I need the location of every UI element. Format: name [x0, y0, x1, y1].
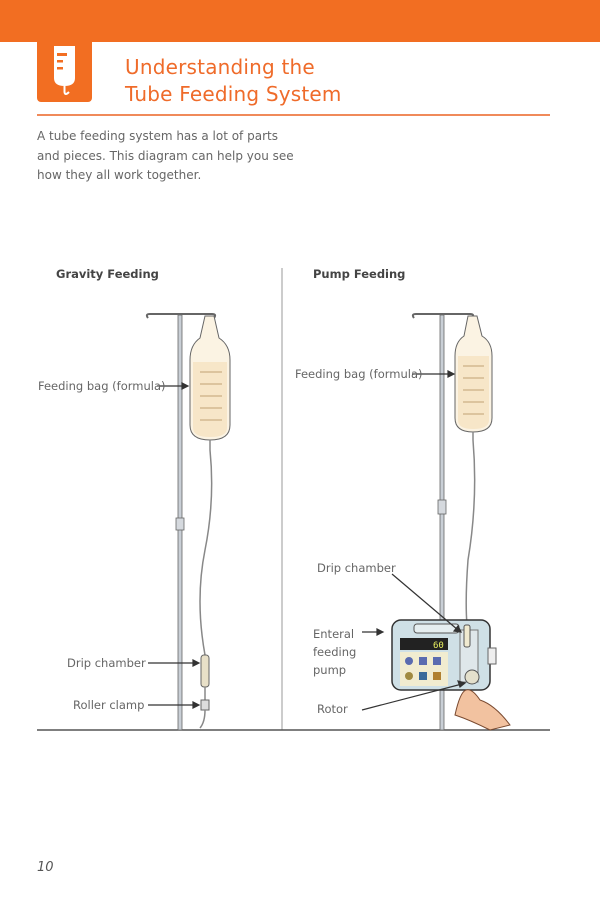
header-bar: [0, 0, 600, 42]
gravity-drip-chamber: [200, 654, 210, 688]
gravity-feeding-heading: Gravity Feeding: [56, 267, 159, 281]
enteral-feeding-pump-label: Enteral feeding pump: [313, 627, 357, 677]
title-divider: [37, 114, 550, 116]
gravity-iv-pole: [145, 313, 217, 731]
page-title: Understanding the Tube Feeding System: [125, 54, 342, 108]
gravity-feeding-bag: [189, 315, 231, 656]
roller-clamp: [200, 699, 210, 711]
enteral-feeding-pump: 60: [391, 619, 497, 691]
pump-drip-chamber: [463, 624, 471, 648]
roller-clamp-label: Roller clamp: [73, 698, 145, 712]
hand-pressing-button: [454, 689, 511, 731]
pump-feeding-bag: [454, 315, 493, 626]
intro-text: A tube feeding system has a lot of parts…: [37, 129, 294, 182]
pump-feeding-heading: Pump Feeding: [313, 267, 406, 281]
rotor: [464, 669, 480, 685]
title-line-1: Understanding the: [125, 55, 315, 79]
rotor-label: Rotor: [317, 702, 348, 716]
pump-feeding-bag-label: Feeding bag (formula): [295, 367, 423, 381]
pump-display: 60: [433, 641, 444, 651]
feeding-bag-icon: [37, 40, 92, 102]
gravity-feeding-bag-label: Feeding bag (formula): [38, 379, 166, 393]
gravity-drip-chamber-label: Drip chamber: [67, 656, 146, 670]
title-line-2: Tube Feeding System: [125, 82, 342, 106]
page-number: 10: [37, 860, 54, 875]
pump-drip-chamber-label: Drip chamber: [317, 561, 396, 575]
